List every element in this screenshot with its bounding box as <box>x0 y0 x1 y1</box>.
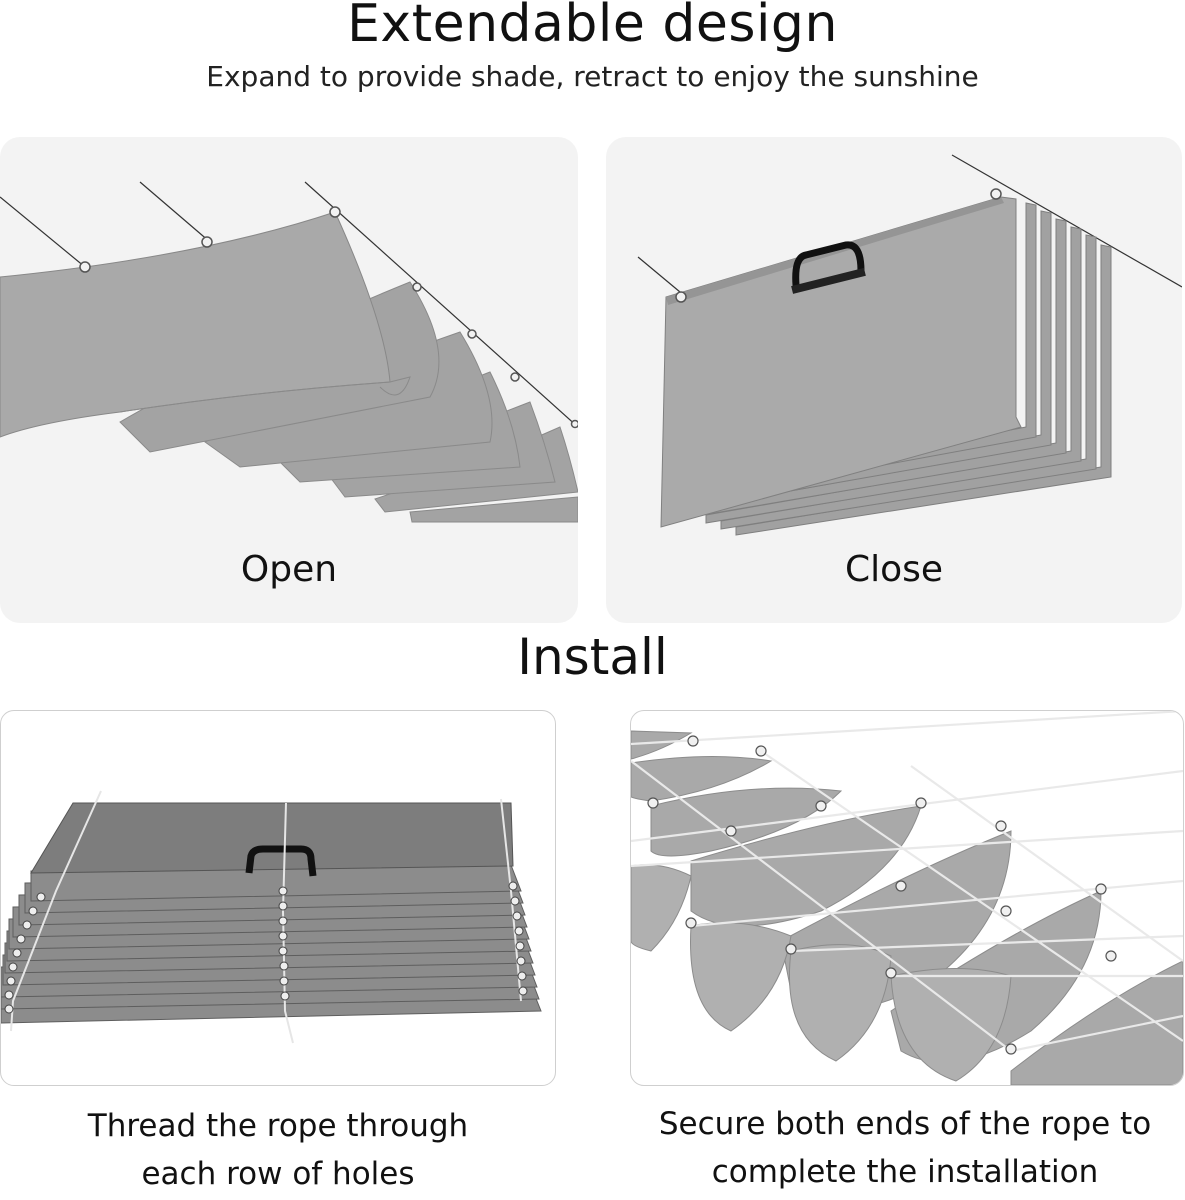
thread-rope-panel <box>0 710 556 1086</box>
closed-shade-illustration <box>637 154 1182 536</box>
secure-caption: Secure both ends of the rope to complete… <box>608 1100 1185 1196</box>
open-state-panel: Open <box>0 137 578 623</box>
page-title: Extendable design <box>347 0 838 54</box>
secure-rope-panel <box>630 710 1184 1086</box>
thread-caption-line1: Thread the rope through <box>87 1108 469 1144</box>
close-state-panel: Close <box>606 137 1182 623</box>
installed-shade-illustration <box>631 711 1183 1085</box>
close-label: Close <box>844 549 944 590</box>
thread-caption: Thread the rope through each row of hole… <box>0 1102 556 1198</box>
page-subtitle: Expand to provide shade, retract to enjo… <box>206 60 979 93</box>
thread-caption-line2: each row of holes <box>141 1156 415 1192</box>
install-title: Install <box>517 628 668 686</box>
open-label: Open <box>240 549 338 590</box>
secure-caption-line2: complete the installation <box>711 1154 1099 1190</box>
open-shade-illustration <box>0 181 578 523</box>
secure-caption-line1: Secure both ends of the rope to <box>658 1106 1152 1142</box>
folded-shade-illustration <box>1 790 542 1044</box>
